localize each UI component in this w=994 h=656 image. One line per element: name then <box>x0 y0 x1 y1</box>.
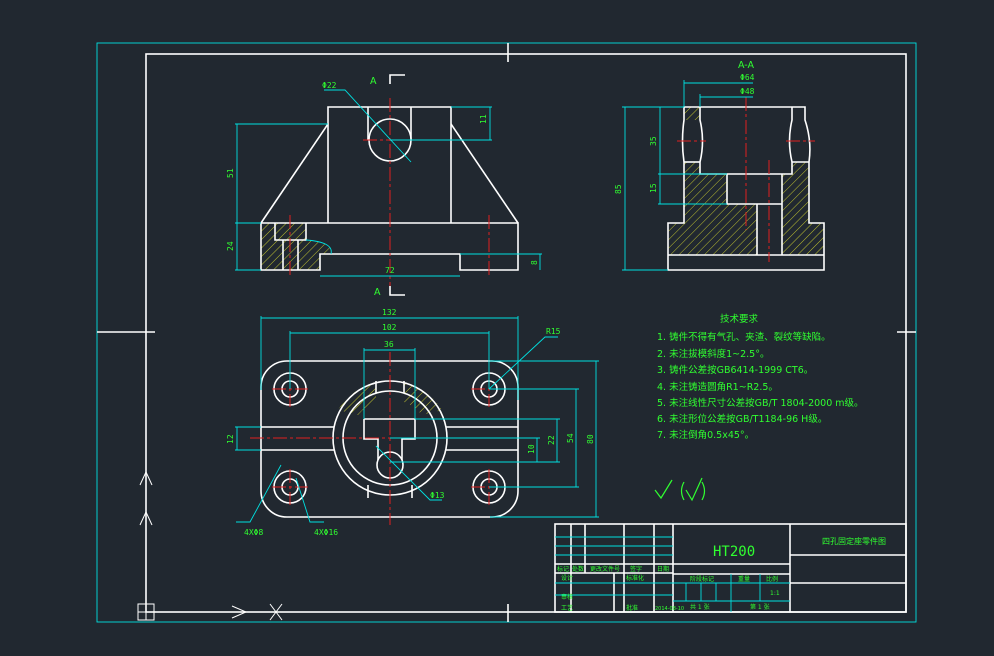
tech-req-item: 1. 铸件不得有气孔、夹渣、裂纹等缺陷。 <box>657 331 831 343</box>
drawing-border <box>145 53 907 613</box>
label-scale: 比例 <box>766 575 778 583</box>
label-sheet-no: 第 1 张 <box>750 603 770 611</box>
label-date: 日期 <box>657 565 669 573</box>
dim-key-width: 36 <box>384 340 394 349</box>
label-review: 审核 <box>561 593 573 601</box>
tech-req-title: 技术要求 <box>720 313 759 325</box>
label-weight: 重量 <box>738 575 750 583</box>
dim-offset-a: 10 <box>527 444 536 454</box>
front-view[interactable]: A A Φ22 11 51 24 72 8 <box>226 74 542 298</box>
dim-holes-a: 4XΦ8 <box>244 528 263 537</box>
tech-req-item: 6. 未注形位公差按GB/T1184-96 H级。 <box>657 413 827 425</box>
section-title: A-A <box>738 60 755 71</box>
label-process: 工艺 <box>561 604 573 612</box>
dim-total-height: 85 <box>614 184 623 194</box>
dim-upper-height: 51 <box>226 168 235 178</box>
dim-inner-dia: Φ48 <box>740 87 755 96</box>
label-design: 设计 <box>561 574 573 582</box>
dim-overall-width: 132 <box>382 308 397 317</box>
material-label: HT200 <box>713 544 755 560</box>
label-count: 处数 <box>572 565 584 573</box>
section-mark-top: A <box>370 76 377 87</box>
dim-counterbore-depth: 15 <box>649 183 658 193</box>
title-block: HT200 四孔固定座零件图 标记 处数 更改文件号 签字 日期 设计 标准化 … <box>554 523 907 613</box>
label-change-doc: 更改文件号 <box>590 565 620 573</box>
dim-base-height: 24 <box>226 241 235 251</box>
dim-hole-spacing: 102 <box>382 323 397 332</box>
dim-hole-height: 11 <box>479 114 488 124</box>
centering-marks <box>97 43 916 622</box>
ucs-icon <box>137 470 283 621</box>
dim-overall-depth: 80 <box>586 434 595 444</box>
label-standard: 标准化 <box>626 574 644 582</box>
label-sign: 签字 <box>630 565 642 573</box>
tech-req-item: 7. 未注倒角0.5x45°。 <box>657 429 754 441</box>
approve-date: 2014-08-10 <box>655 606 684 612</box>
section-mark-bottom: A <box>374 287 381 298</box>
plan-view[interactable]: 132 102 36 12 R15 Φ13 10 22 54 80 4XΦ8 4… <box>226 308 599 537</box>
dim-outer-dia: Φ64 <box>740 73 755 82</box>
dim-hole-dia: Φ22 <box>322 81 337 90</box>
tech-req-item: 3. 铸件公差按GB6414-1999 CT6。 <box>657 364 813 376</box>
technical-requirements: 技术要求 1. 铸件不得有气孔、夹渣、裂纹等缺陷。 2. 未注拔模斜度1~2.5… <box>657 313 864 441</box>
tech-req-item: 2. 未注拔模斜度1~2.5°。 <box>657 348 769 360</box>
tech-req-item: 5. 未注线性尺寸公差按GB/T 1804-2000 m级。 <box>657 397 864 409</box>
dim-slot-depth: 8 <box>530 260 539 265</box>
scale-value: 1:1 <box>770 590 780 597</box>
label-approve: 批准 <box>626 604 638 612</box>
dim-slot-width: 72 <box>385 266 395 275</box>
section-view-a-a[interactable]: A-A Φ64 Φ48 35 15 85 <box>614 60 825 271</box>
dim-holes-b: 4XΦ16 <box>314 528 338 537</box>
drawing-title: 四孔固定座零件图 <box>822 536 886 546</box>
dim-small-hole: Φ13 <box>430 491 445 500</box>
label-stage-mark: 阶段标记 <box>690 575 714 583</box>
tech-req-item: 4. 未注铸造圆角R1~R2.5。 <box>657 381 778 393</box>
dim-slot-width-plan: 12 <box>226 434 235 444</box>
dim-corner-radius: R15 <box>546 327 561 336</box>
label-mark: 标记 <box>557 565 569 573</box>
dim-bore-depth: 35 <box>649 136 658 146</box>
label-sheets-total: 共 1 张 <box>690 603 710 611</box>
surface-roughness-symbol <box>654 477 706 502</box>
dim-offset-b: 22 <box>547 435 556 445</box>
dim-hole-spacing-v: 54 <box>566 433 575 443</box>
